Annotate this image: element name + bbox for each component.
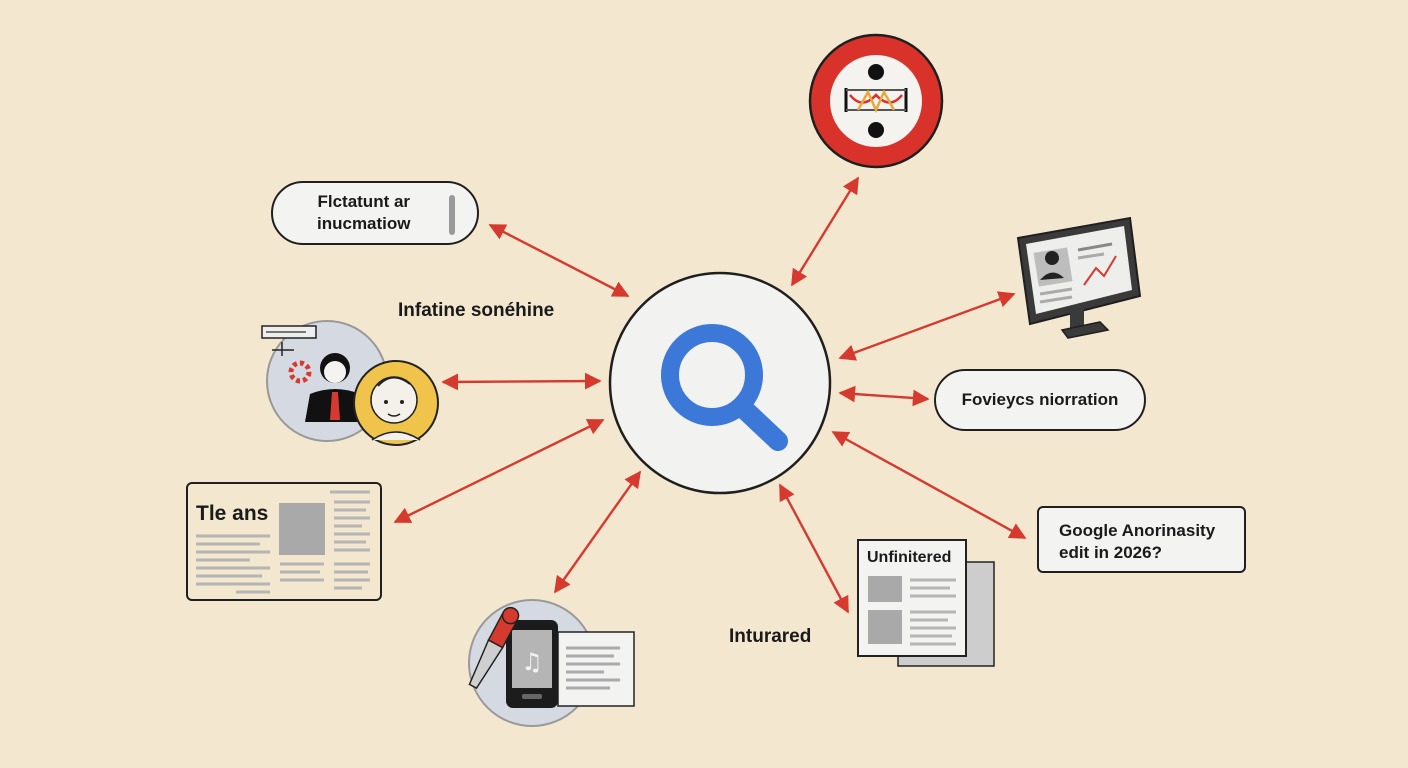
google-box-line1: Google Anorinasity — [1059, 521, 1216, 540]
connector-arrows — [393, 176, 1027, 614]
arrow-to-unfinitered-document — [778, 483, 850, 614]
foviecys-pill: Foviеycs niorration — [934, 369, 1146, 431]
arrow-to-flctatunt-pill — [488, 223, 630, 298]
arrow-to-monitor — [838, 291, 1016, 361]
pill-scrollbar — [449, 195, 455, 235]
arrow-to-phone-document — [554, 470, 641, 594]
arrow-to-foviecys-pill — [838, 385, 930, 407]
newspaper-title: Tle ans — [196, 502, 269, 525]
document-icon — [857, 539, 995, 667]
flctatunt-pill-line2: inucmatiow — [317, 214, 411, 233]
flctatunt-pill: Flctatunt ar inucmatiow — [271, 181, 479, 245]
arrow-to-restricted-sign — [790, 176, 860, 287]
newspaper-icon — [196, 490, 370, 594]
phone-music-icon: ♫ — [468, 599, 635, 727]
arrow-to-newspaper — [393, 418, 605, 524]
flctatunt-pill-line1: Flctatunt ar — [317, 192, 411, 211]
arrow-to-people — [441, 372, 602, 391]
newspaper: Tle ans — [186, 482, 382, 601]
left-caption: Infatine sonéhine — [398, 300, 555, 321]
monitor-icon — [1016, 216, 1142, 339]
no-entry-icon — [808, 33, 944, 169]
arrow-to-google-box — [831, 430, 1027, 540]
document-title: Unfinitered — [867, 549, 952, 566]
bottom-caption: Inturared — [729, 626, 812, 647]
google-box-line2: edit in 2026? — [1059, 543, 1162, 562]
people-icon — [261, 320, 439, 446]
google-box: Google Anorinasity edit in 2026? — [1037, 506, 1246, 573]
foviecys-pill-label: Foviеycs niorration — [961, 390, 1119, 409]
svg-text:♫: ♫ — [521, 648, 543, 676]
search-icon — [661, 324, 788, 451]
center-search-node — [608, 271, 832, 495]
